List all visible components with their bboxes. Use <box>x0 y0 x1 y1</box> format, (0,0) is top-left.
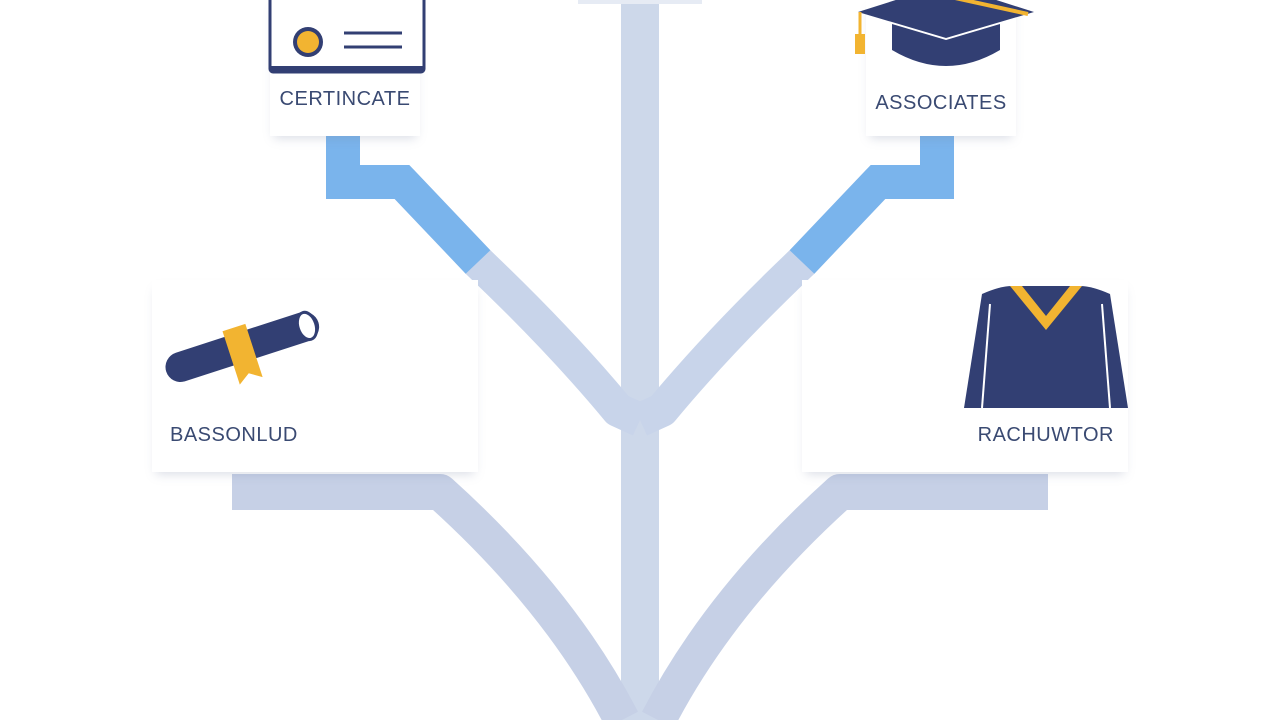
trunk-line <box>621 0 659 720</box>
node-bassonlud-label: BASSONLUD <box>170 424 298 446</box>
node-certificate-label: CERTINCATE <box>279 88 411 110</box>
node-bassonlud: BASSONLUD <box>152 280 478 472</box>
node-rachuwtor-label: RACHUWTOR <box>977 424 1114 446</box>
certificate-icon <box>268 0 428 76</box>
branch-lower-left <box>232 474 638 720</box>
top-node-edge <box>578 0 702 4</box>
branch-upper-left-accent <box>326 130 491 274</box>
branch-lower-right <box>642 474 1048 720</box>
branch-upper-left <box>326 130 648 436</box>
diploma-scroll-icon <box>152 296 332 396</box>
node-associates-label: ASSOCIATES <box>875 92 1007 114</box>
graduation-cap-icon <box>852 0 1038 72</box>
branch-upper-right-accent <box>789 130 954 274</box>
graduation-gown-icon <box>960 284 1132 412</box>
branch-upper-right <box>632 130 954 436</box>
